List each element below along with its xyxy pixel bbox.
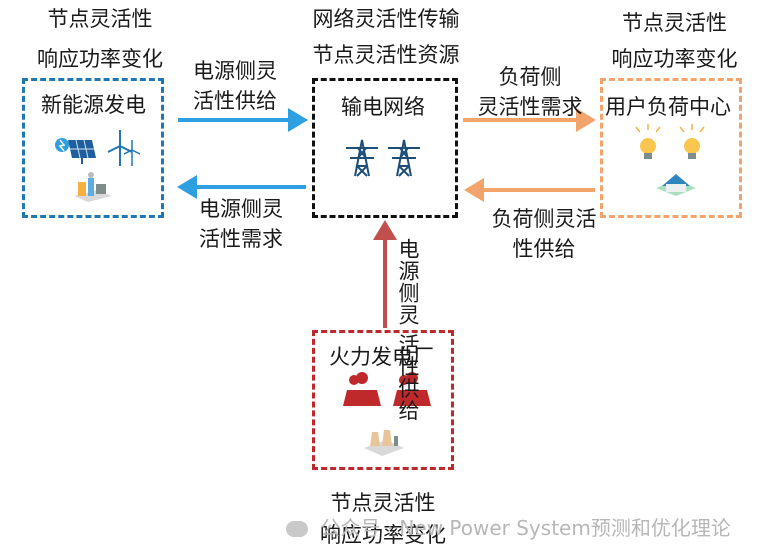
power-plant-icon (74, 172, 112, 202)
box-title: 火力发电厂 (329, 345, 434, 369)
arrow-label-source-demand: 电源侧灵 活性需求 (182, 194, 300, 254)
arrow-label-line: 电源侧灵 (396, 238, 420, 326)
caption-line: 响应功率变化 (611, 47, 738, 71)
arrow-load-supply (464, 178, 595, 202)
arrow-label-load-demand: 负荷侧 灵活性需求 (460, 62, 600, 122)
caption-line: 节点灵活性资源 (312, 43, 460, 67)
factory-icon (343, 372, 381, 406)
watermark: 公众号 · New Power System预测和优化理论 (286, 512, 731, 541)
house-icon (656, 174, 696, 196)
caption-line: 节点灵活性 (330, 491, 436, 515)
arrow-source-demand (177, 175, 306, 199)
arrow-source-supply (178, 108, 308, 132)
arrow-label-line: 灵活性需求 (477, 95, 583, 119)
transmission-network-box: 输电网络 (312, 78, 458, 218)
arrow-label-line: 活性供给 (396, 333, 420, 422)
factory-icon (393, 372, 431, 406)
arrow-label-line: 活性需求 (199, 227, 283, 251)
arrow-thermal-supply (373, 220, 397, 328)
caption-line: 节点灵活性 (47, 7, 153, 31)
arrow-load-demand (463, 108, 596, 132)
wind-turbine-icon (107, 130, 141, 166)
arrow-label-load-supply: 负荷侧灵活 性供给 (474, 204, 614, 264)
thermal-power-plant-box: 火力发电厂 (312, 330, 454, 470)
box-title: 新能源发电 (41, 93, 146, 117)
solar-panel-icon (55, 138, 96, 164)
arrow-label-line: 活性供给 (193, 89, 277, 113)
arrow-label-line: 性供给 (512, 237, 576, 261)
caption-line: 节点灵活性 (622, 11, 727, 35)
bottom-center-caption: 节点灵活性 响应功率变化 (298, 488, 468, 550)
arrow-label-thermal-supply: 电源侧灵 活性供给 (394, 238, 422, 422)
caption-line: 响应功率变化 (320, 523, 446, 547)
transmission-tower-icon (388, 139, 420, 177)
arrow-label-line: 负荷侧灵活 (491, 207, 597, 231)
user-load-center-box: 用户负荷中心 (600, 78, 742, 218)
transmission-tower-icon (346, 139, 378, 177)
top-center-caption: 网络灵活性传输 节点灵活性资源 (296, 4, 476, 70)
top-left-caption: 节点灵活性 响应功率变化 (20, 4, 180, 74)
box-title: 用户负荷中心 (605, 95, 731, 119)
top-right-caption: 节点灵活性 响应功率变化 (592, 8, 757, 74)
watermark-text: 公众号 · New Power System预测和优化理论 (320, 516, 731, 540)
wechat-icon (286, 521, 308, 537)
arrow-label-source-supply: 电源侧灵 活性供给 (176, 56, 294, 116)
arrow-label-line: 负荷侧 (498, 65, 562, 89)
box-title: 输电网络 (341, 95, 425, 119)
arrow-label-line: 电源侧灵 (193, 59, 277, 83)
light-bulb-icon (679, 124, 705, 159)
arrow-label-line: 电源侧灵 (199, 197, 283, 221)
caption-line: 网络灵活性传输 (312, 7, 460, 31)
cooling-tower-icon (364, 430, 404, 456)
light-bulb-icon (635, 124, 661, 159)
renewable-generation-box: 新能源发电 (22, 78, 164, 218)
caption-line: 响应功率变化 (37, 47, 163, 71)
